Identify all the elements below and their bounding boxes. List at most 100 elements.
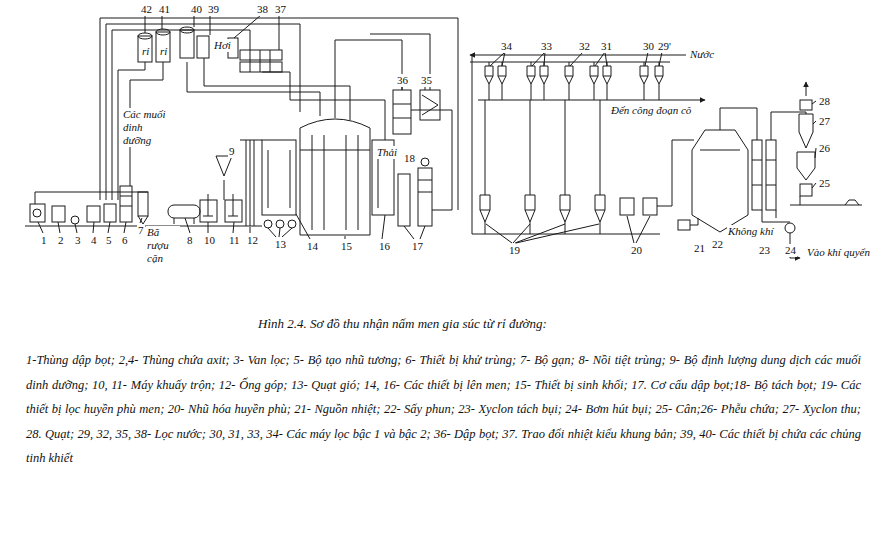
leader-line	[185, 218, 250, 233]
tank-symbol	[52, 206, 65, 222]
autoclave-symbol	[168, 205, 200, 224]
flow-label: Vào khí quyển	[806, 246, 871, 259]
callout-number: 12	[246, 234, 259, 247]
callout-number: 16	[378, 240, 391, 253]
cyclone-symbol	[752, 140, 762, 210]
heat-exchanger	[240, 50, 282, 60]
tank-symbol	[120, 196, 132, 206]
tank-symbol	[87, 206, 100, 222]
culture-vessel	[138, 36, 152, 62]
cyclone-symbol	[766, 140, 776, 210]
tank-symbol	[33, 209, 41, 217]
filter-symbol	[422, 95, 438, 115]
callout-number: 19	[508, 244, 521, 257]
cyclone-symbol	[752, 160, 776, 185]
callout-number: 9	[228, 145, 236, 158]
fermenter-vessel	[268, 150, 290, 208]
filter-unit	[498, 66, 506, 84]
mixer-symbol	[228, 194, 238, 216]
foam-breaker	[421, 158, 429, 166]
filter-symbol	[420, 90, 440, 120]
callout-number: 27	[818, 115, 831, 128]
heat-exchanger	[240, 62, 282, 72]
heat-exchanger	[228, 38, 282, 72]
filter-unit	[485, 66, 493, 84]
filter-unit	[565, 66, 573, 84]
leader-line	[486, 224, 599, 243]
pipe-frame-left	[335, 40, 402, 118]
pipe-frame-left	[204, 58, 350, 120]
pipe-frame-left	[106, 24, 300, 200]
callout-number: 5	[105, 234, 113, 247]
pipe-frame-right	[478, 100, 705, 101]
callout-number: 11	[228, 234, 241, 247]
leader-line	[38, 15, 425, 239]
pipe-frame-right	[762, 210, 790, 222]
pipe-frame-right	[470, 55, 806, 258]
collector-stack	[790, 196, 862, 205]
flow-label: Nước	[689, 48, 715, 61]
callout-number: 35	[420, 74, 433, 87]
spray-dryer	[690, 218, 698, 225]
tank-symbol	[138, 192, 148, 216]
fan-symbol	[276, 220, 284, 228]
flow-label: Các muối dinh dưỡng	[122, 108, 170, 147]
callout-number: 24	[784, 244, 797, 257]
pipe-frame-right	[489, 84, 659, 100]
callout-number: 10	[203, 234, 216, 247]
filter-unit	[560, 195, 570, 222]
culture-vessel	[138, 33, 152, 39]
callout-number: 14	[306, 240, 319, 253]
fan-symbol	[264, 220, 272, 228]
pipe-frame-right	[489, 62, 659, 66]
pipe-frame-left	[112, 30, 250, 200]
collector-stack	[790, 100, 862, 205]
callout-number: 6	[121, 234, 129, 247]
callout-number: 30	[642, 40, 655, 53]
tank-symbol	[30, 186, 148, 224]
fermenter-vessel	[300, 119, 370, 235]
leader-line	[296, 214, 425, 239]
tank-symbol	[71, 216, 79, 224]
fan-symbol	[264, 220, 296, 228]
leader-line	[486, 52, 816, 243]
spray-dryer	[678, 130, 748, 232]
collector-stack	[799, 114, 813, 148]
manifold-pipes	[246, 140, 254, 226]
filter-unit	[540, 66, 548, 84]
flow-label: rỉ	[141, 45, 150, 58]
pipe-frame-right	[470, 62, 670, 63]
callout-number: 42	[140, 3, 153, 16]
callout-number: 8	[186, 234, 194, 247]
callout-number: 31	[600, 40, 613, 53]
callout-number: 28	[818, 95, 831, 108]
filter-unit	[603, 66, 611, 84]
filter-symbol	[393, 104, 411, 118]
pipe-frame-right	[776, 210, 777, 218]
mixer-symbol	[203, 194, 213, 216]
callout-number: 22	[711, 238, 724, 251]
pipe-frame-right	[472, 55, 660, 234]
flow-label: Không khí	[727, 225, 775, 238]
culture-vessel	[156, 32, 170, 62]
dosing-funnel	[216, 156, 232, 176]
spray-dryer	[700, 150, 740, 151]
callout-number: 38	[256, 3, 269, 16]
leader-line	[627, 216, 650, 243]
leader-line	[490, 52, 662, 66]
filter-unit	[480, 195, 490, 222]
fan-symbol	[288, 220, 296, 228]
tank-symbol	[30, 204, 45, 222]
legend-note: 1-Thùng dập bọt; 2,4- Thùng chứa axit; 3…	[25, 348, 862, 471]
callout-number: 25	[818, 177, 831, 190]
foam-breaker	[418, 180, 432, 192]
collector-stack	[800, 184, 812, 196]
pipe-frame-left	[240, 140, 262, 141]
emulsifier-vessel	[643, 198, 657, 215]
leader-line	[38, 218, 142, 233]
foam-breaker	[398, 158, 432, 226]
filter-symbol	[393, 90, 440, 134]
emulsifier-vessel	[620, 198, 634, 215]
